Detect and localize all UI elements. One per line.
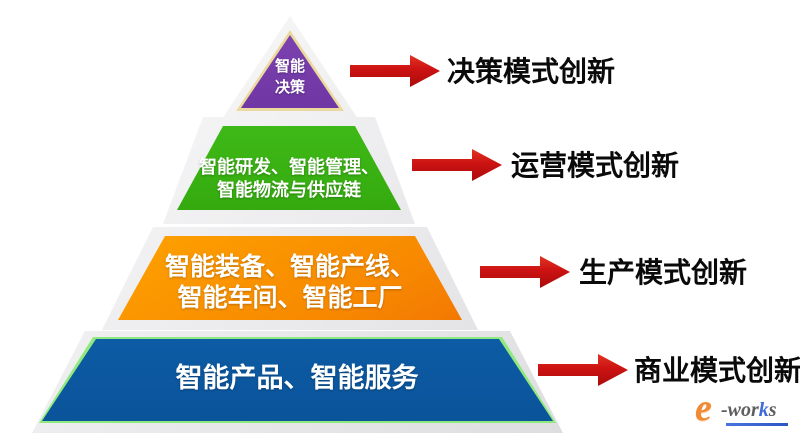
eworks-logo-text: -works xyxy=(721,399,777,421)
right-arrow-icon xyxy=(412,149,502,181)
tier-decision-label: 智能 决策 xyxy=(274,58,305,96)
arrow-label-production: 生产模式创新 xyxy=(579,257,748,288)
tier-business-label: 智能产品、智能服务 xyxy=(175,363,419,393)
eworks-logo: e -works xyxy=(693,387,798,432)
arrow-label-business: 商业模式创新 xyxy=(634,355,800,386)
eworks-logo-e: e xyxy=(695,387,712,429)
right-arrow-icon xyxy=(538,354,628,386)
right-arrow-icon xyxy=(350,55,440,87)
arrow-label-operations: 运营模式创新 xyxy=(511,150,680,181)
tier-operations-label: 智能研发、智能管理、 智能物流与供应链 xyxy=(199,157,379,200)
right-arrow-icon xyxy=(480,256,570,288)
tier-production-label: 智能装备、智能产线、 智能车间、智能工厂 xyxy=(164,253,415,312)
arrow-label-decision: 决策模式创新 xyxy=(447,56,616,87)
eworks-logo-underline xyxy=(726,423,788,426)
